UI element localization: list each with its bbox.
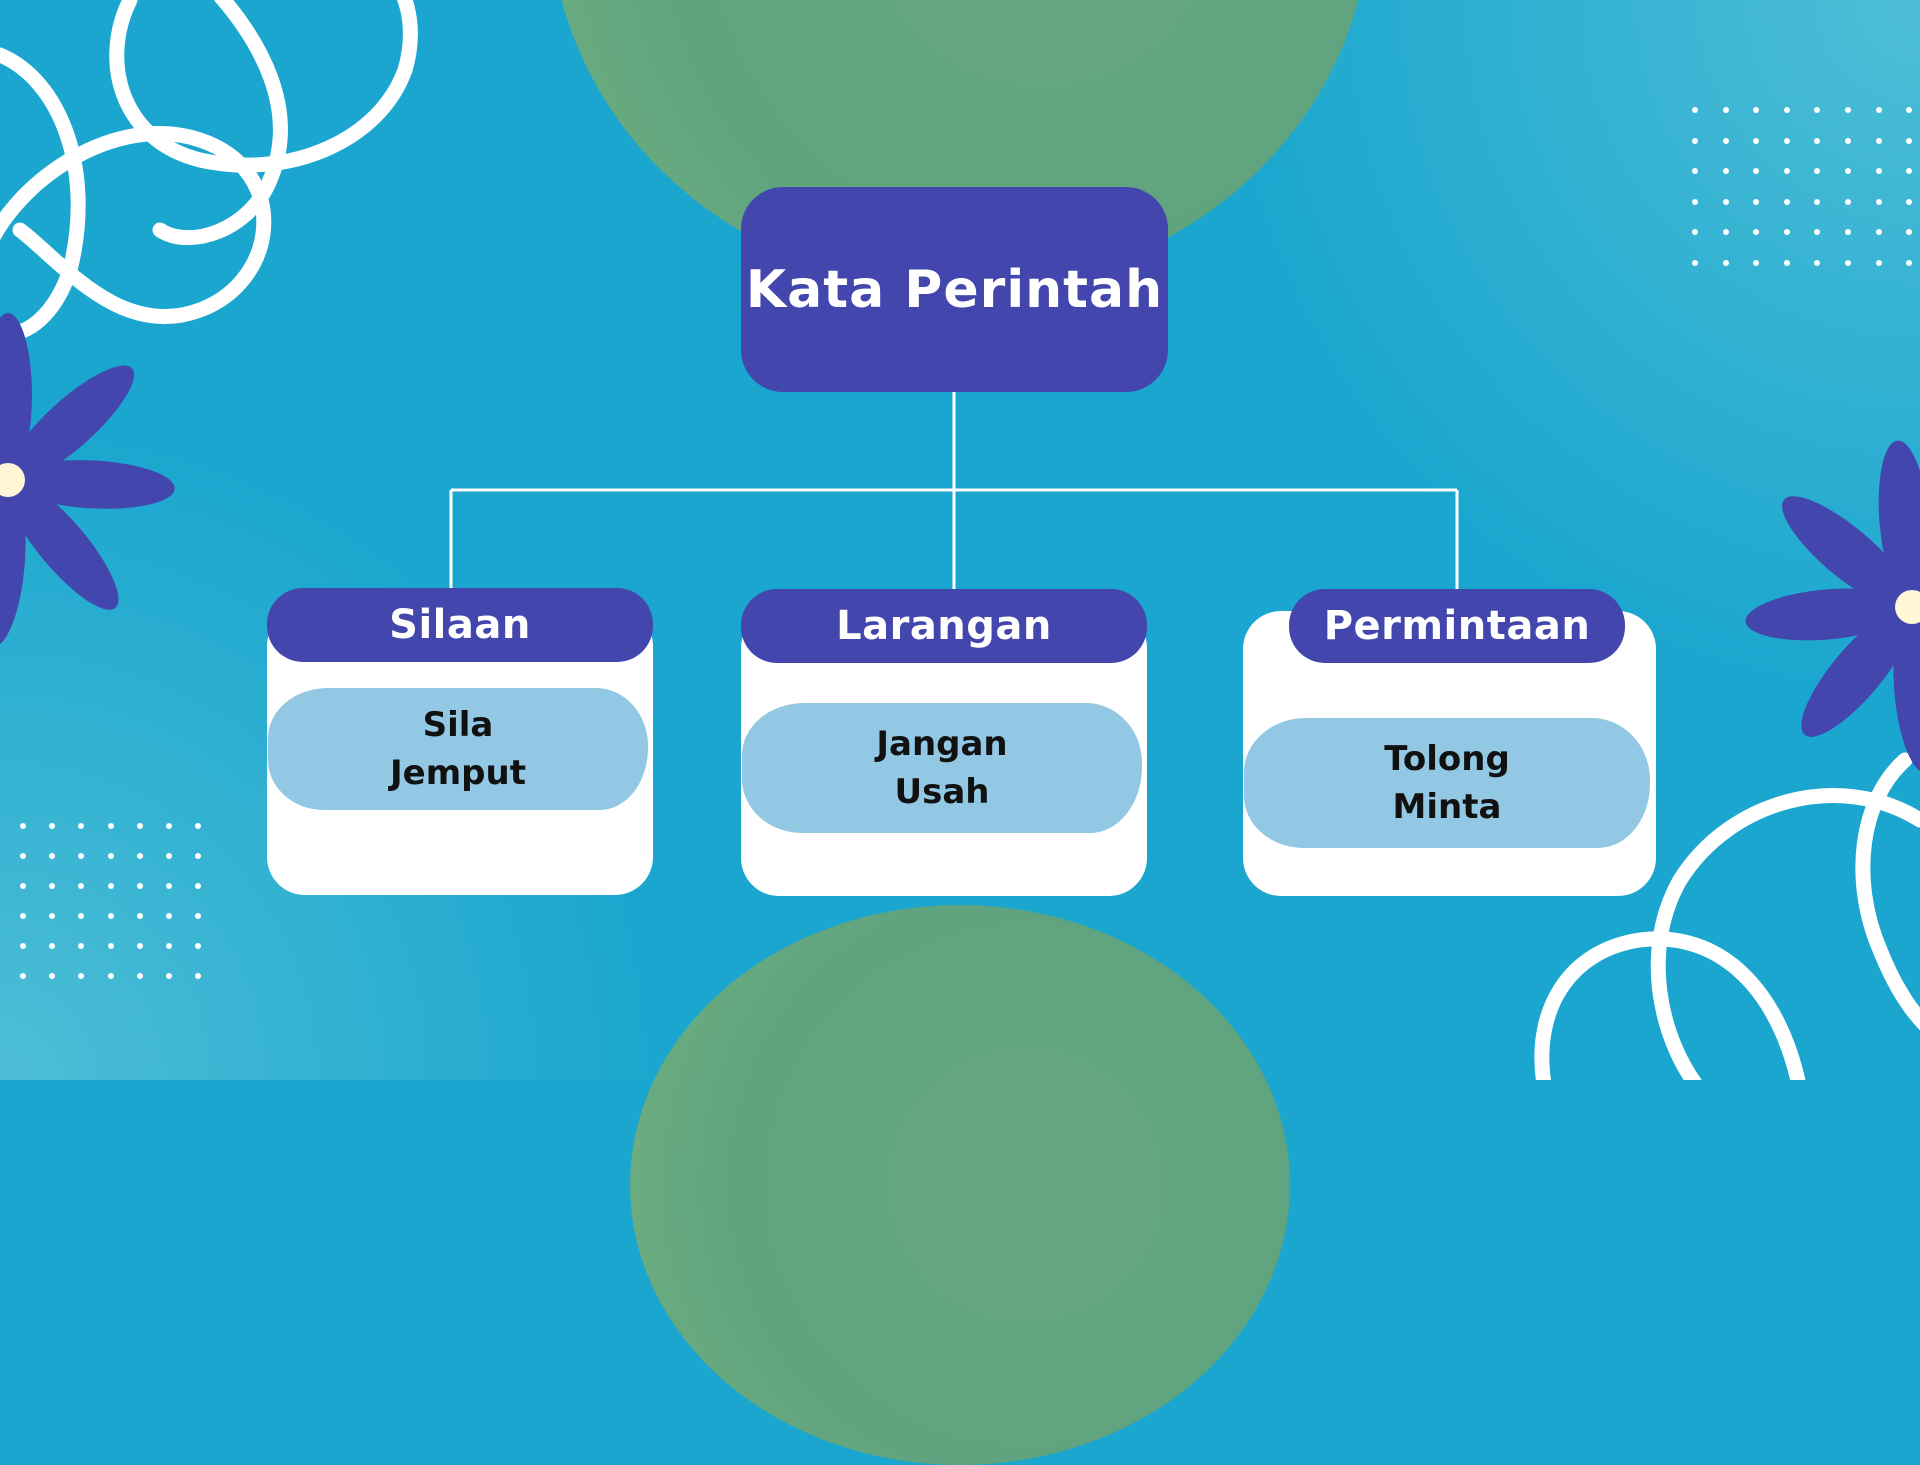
word-list-silaan: Sila Jemput <box>268 688 648 810</box>
word-item: Tolong <box>1384 739 1510 779</box>
category-label: Permintaan <box>1323 603 1591 649</box>
word-item: Jemput <box>390 753 526 793</box>
category-label: Silaan <box>389 602 531 648</box>
word-item: Usah <box>894 772 990 812</box>
connector-lines <box>449 391 1459 590</box>
dot-grid <box>20 823 202 979</box>
category-header-larangan: Larangan <box>741 589 1147 663</box>
dot-grid <box>1692 107 1913 266</box>
category-header-silaan: Silaan <box>267 588 653 662</box>
swirl-icon <box>1534 752 1920 1080</box>
decoration-layer <box>0 0 1920 1080</box>
word-list-permintaan: Tolong Minta <box>1244 718 1650 848</box>
flower-icon <box>0 313 175 647</box>
root-title: Kata Perintah <box>745 259 1164 320</box>
word-item: Minta <box>1392 787 1502 827</box>
word-item: Sila <box>422 705 494 745</box>
flower-icon <box>1745 440 1920 774</box>
swirl-icon <box>0 0 418 342</box>
word-list-larangan: Jangan Usah <box>742 703 1142 833</box>
category-header-permintaan: Permintaan <box>1289 589 1625 663</box>
category-label: Larangan <box>836 603 1052 649</box>
root-node: Kata Perintah <box>741 187 1168 392</box>
word-item: Jangan <box>876 724 1008 764</box>
